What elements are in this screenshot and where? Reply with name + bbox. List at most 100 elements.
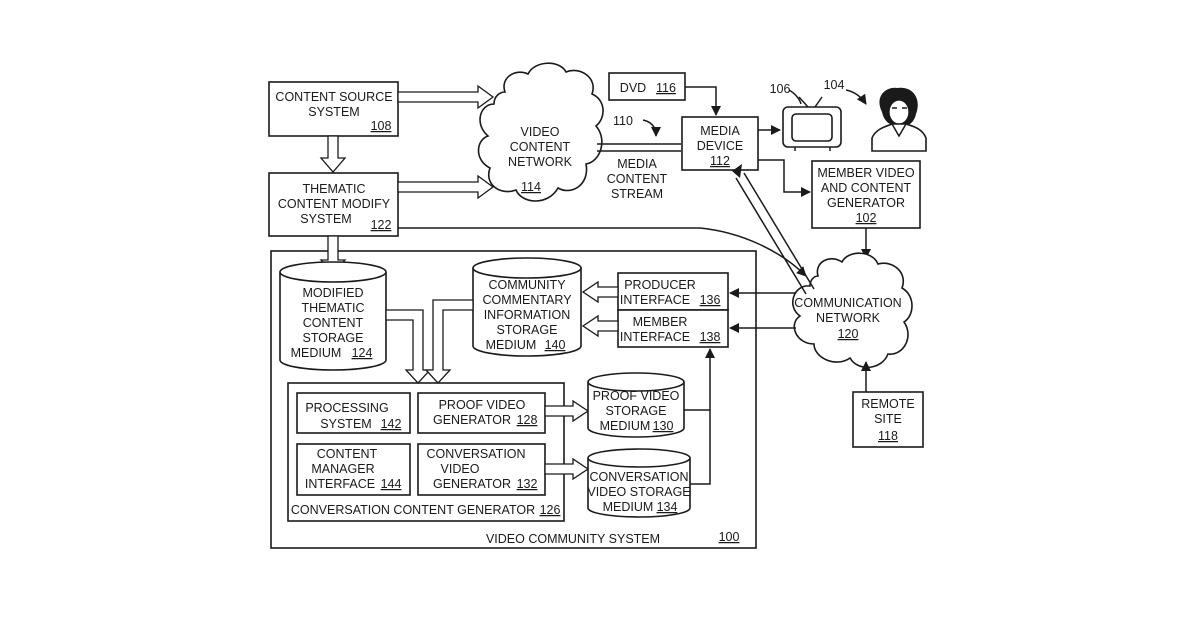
svg-text:VIDEO STORAGE: VIDEO STORAGE <box>587 485 690 499</box>
svg-text:COMMENTARY: COMMENTARY <box>482 293 572 307</box>
svg-text:118: 118 <box>878 429 898 443</box>
svg-text:PROCESSING: PROCESSING <box>305 401 388 415</box>
svg-text:MEDIUM: MEDIUM <box>486 338 537 352</box>
svg-text:140: 140 <box>545 338 566 352</box>
svg-text:MODIFIED: MODIFIED <box>302 286 363 300</box>
svg-text:THEMATIC: THEMATIC <box>302 301 365 315</box>
svg-text:CONTENT: CONTENT <box>303 316 364 330</box>
video-community-system-label: VIDEO COMMUNITY SYSTEM <box>486 532 660 546</box>
svg-text:CONTENT: CONTENT <box>317 447 378 461</box>
svg-text:THEMATIC: THEMATIC <box>303 182 366 196</box>
svg-text:144: 144 <box>381 477 402 491</box>
svg-text:SYSTEM: SYSTEM <box>320 417 371 431</box>
svg-text:142: 142 <box>381 417 402 431</box>
member-interface: MEMBER INTERFACE 138 <box>618 310 728 347</box>
arrow-dvd-to-device <box>685 87 716 115</box>
svg-text:NETWORK: NETWORK <box>508 155 573 169</box>
arrow-device-to-generator <box>758 160 810 192</box>
svg-text:STREAM: STREAM <box>611 187 663 201</box>
svg-text:DEVICE: DEVICE <box>697 139 744 153</box>
communication-network-cloud: COMMUNICATION NETWORK 120 <box>793 253 912 367</box>
conversation-content-generator-label: CONVERSATION CONTENT GENERATOR <box>291 503 535 517</box>
svg-text:VIDEO: VIDEO <box>441 462 480 476</box>
conversation-video-generator: CONVERSATION VIDEO GENERATOR 132 <box>418 444 545 495</box>
svg-text:INTERFACE: INTERFACE <box>305 477 375 491</box>
svg-text:COMMUNICATION: COMMUNICATION <box>794 296 901 310</box>
svg-text:AND CONTENT: AND CONTENT <box>821 181 912 195</box>
svg-text:134: 134 <box>657 500 678 514</box>
svg-text:GENERATOR: GENERATOR <box>827 196 905 210</box>
video-content-network-cloud: VIDEO CONTENT NETWORK 114 <box>479 63 604 201</box>
svg-text:PROOF VIDEO: PROOF VIDEO <box>593 389 680 403</box>
processing-system: PROCESSING SYSTEM 142 <box>297 393 410 433</box>
svg-text:MEMBER VIDEO: MEMBER VIDEO <box>817 166 915 180</box>
svg-text:CONTENT: CONTENT <box>607 172 668 186</box>
svg-text:VIDEO: VIDEO <box>521 125 560 139</box>
svg-text:CONVERSATION: CONVERSATION <box>589 470 688 484</box>
svg-text:136: 136 <box>700 293 721 307</box>
svg-text:104: 104 <box>824 78 845 92</box>
content-manager-interface: CONTENT MANAGER INTERFACE 144 <box>297 444 410 495</box>
svg-text:132: 132 <box>517 477 538 491</box>
svg-text:COMMUNITY: COMMUNITY <box>488 278 566 292</box>
svg-text:MEMBER: MEMBER <box>633 315 688 329</box>
svg-text:CONVERSATION: CONVERSATION <box>426 447 525 461</box>
svg-text:DVD: DVD <box>620 81 646 95</box>
video-community-system-ref: 100 <box>719 530 740 544</box>
svg-text:122: 122 <box>371 218 392 232</box>
arrow-source-to-thematic <box>321 136 345 172</box>
svg-text:STORAGE: STORAGE <box>606 404 667 418</box>
svg-text:GENERATOR: GENERATOR <box>433 413 511 427</box>
svg-text:116: 116 <box>656 81 676 95</box>
thematic-content-modify-system: THEMATIC CONTENT MODIFY SYSTEM 122 <box>269 173 398 236</box>
svg-text:MEDIA: MEDIA <box>700 124 740 138</box>
svg-text:110: 110 <box>613 114 633 128</box>
svg-text:INFORMATION: INFORMATION <box>484 308 571 322</box>
modified-thematic-storage: MODIFIED THEMATIC CONTENT STORAGE MEDIUM… <box>280 262 386 370</box>
svg-text:PRODUCER: PRODUCER <box>624 278 696 292</box>
svg-text:CONTENT MODIFY: CONTENT MODIFY <box>278 197 391 211</box>
svg-text:SYSTEM: SYSTEM <box>300 212 351 226</box>
svg-text:NETWORK: NETWORK <box>816 311 881 325</box>
svg-text:MEDIUM: MEDIUM <box>291 346 342 360</box>
content-source-system: CONTENT SOURCE SYSTEM 108 <box>269 82 398 136</box>
svg-text:CONTENT: CONTENT <box>510 140 571 154</box>
conversation-video-storage: CONVERSATION VIDEO STORAGE MEDIUM 134 <box>587 449 690 517</box>
svg-text:114: 114 <box>521 180 541 194</box>
svg-text:SITE: SITE <box>874 412 902 426</box>
arrow-thematic-to-network <box>398 176 493 198</box>
community-commentary-storage: COMMUNITY COMMENTARY INFORMATION STORAGE… <box>473 258 581 356</box>
svg-text:MANAGER: MANAGER <box>311 462 374 476</box>
member-video-generator: MEMBER VIDEO AND CONTENT GENERATOR 102 <box>812 161 920 228</box>
producer-interface: PRODUCER INTERFACE 136 <box>618 273 728 310</box>
media-content-stream: 110 MEDIA CONTENT STREAM <box>597 114 681 201</box>
arrow-source-to-network <box>398 86 493 108</box>
svg-text:MEDIUM: MEDIUM <box>603 500 654 514</box>
proof-video-generator: PROOF VIDEO GENERATOR 128 <box>418 393 545 433</box>
svg-text:PROOF VIDEO: PROOF VIDEO <box>439 398 526 412</box>
svg-text:128: 128 <box>517 413 538 427</box>
display-icon: 106 <box>770 82 841 151</box>
svg-text:102: 102 <box>856 211 877 225</box>
svg-text:SYSTEM: SYSTEM <box>308 105 359 119</box>
svg-text:124: 124 <box>352 346 373 360</box>
svg-text:112: 112 <box>710 154 730 168</box>
svg-text:130: 130 <box>653 419 674 433</box>
dvd-box: DVD 116 <box>609 73 685 100</box>
svg-text:MEDIUM: MEDIUM <box>600 419 651 433</box>
svg-text:108: 108 <box>371 119 392 133</box>
conversation-content-generator-ref: 126 <box>540 503 561 517</box>
svg-text:120: 120 <box>838 327 859 341</box>
svg-text:INTERFACE: INTERFACE <box>620 330 690 344</box>
media-device: MEDIA DEVICE 112 <box>682 117 758 170</box>
svg-text:MEDIA: MEDIA <box>617 157 657 171</box>
svg-text:CONTENT SOURCE: CONTENT SOURCE <box>275 90 392 104</box>
remote-site: REMOTE SITE 118 <box>853 392 923 447</box>
svg-text:GENERATOR: GENERATOR <box>433 477 511 491</box>
svg-text:STORAGE: STORAGE <box>497 323 558 337</box>
svg-text:STORAGE: STORAGE <box>303 331 364 345</box>
svg-text:106: 106 <box>770 82 791 96</box>
svg-text:REMOTE: REMOTE <box>861 397 914 411</box>
svg-text:INTERFACE: INTERFACE <box>620 293 690 307</box>
